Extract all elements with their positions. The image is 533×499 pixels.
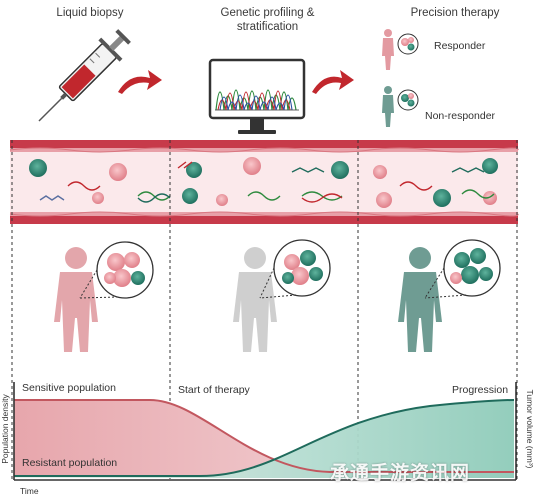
- header-genetic-profiling-line2: stratification: [236, 21, 299, 33]
- x-axis-label: Time: [20, 486, 39, 496]
- arrow-icon: [118, 70, 162, 94]
- label-sensitive-population: Sensitive population: [22, 382, 116, 394]
- responder-figure-icon: [382, 29, 419, 70]
- label-non-responder: Non-responder: [425, 110, 496, 122]
- label-responder: Responder: [434, 40, 486, 52]
- arrow-icon: [312, 70, 354, 94]
- header-genetic-profiling: Genetic profiling & stratification: [200, 6, 335, 34]
- resistant-population-area: [14, 400, 514, 478]
- label-start-of-therapy: Start of therapy: [178, 384, 250, 396]
- resistant-population-curve: [14, 399, 515, 477]
- label-progression: Progression: [452, 384, 509, 396]
- sensitive-population-area: [14, 400, 514, 478]
- population-graph: [13, 382, 517, 481]
- header-genetic-profiling-line1: Genetic profiling &: [220, 7, 315, 19]
- header-liquid-biopsy: Liquid biopsy: [56, 7, 124, 19]
- label-resistant-population: Resistant population: [22, 457, 118, 469]
- watermark: 承通手游资讯网: [330, 463, 471, 484]
- header-precision-therapy: Precision therapy: [410, 7, 500, 19]
- patient-body-sensitive: [54, 241, 154, 352]
- dna-fragments: [39, 161, 495, 203]
- monitor-icon: [208, 58, 306, 134]
- patient-body-progression: [398, 239, 501, 352]
- y-axis-label-right: Tumor volume (mm³): [525, 389, 533, 469]
- patient-body-stratified: [233, 239, 331, 352]
- blood-vessel: [9, 140, 519, 224]
- y-axis-label-left: Population density: [0, 394, 10, 464]
- non-responder-figure-icon: [382, 86, 419, 127]
- sensitive-population-curve: [14, 399, 514, 473]
- circulating-cells: [29, 157, 498, 208]
- syringe-icon: [38, 29, 131, 122]
